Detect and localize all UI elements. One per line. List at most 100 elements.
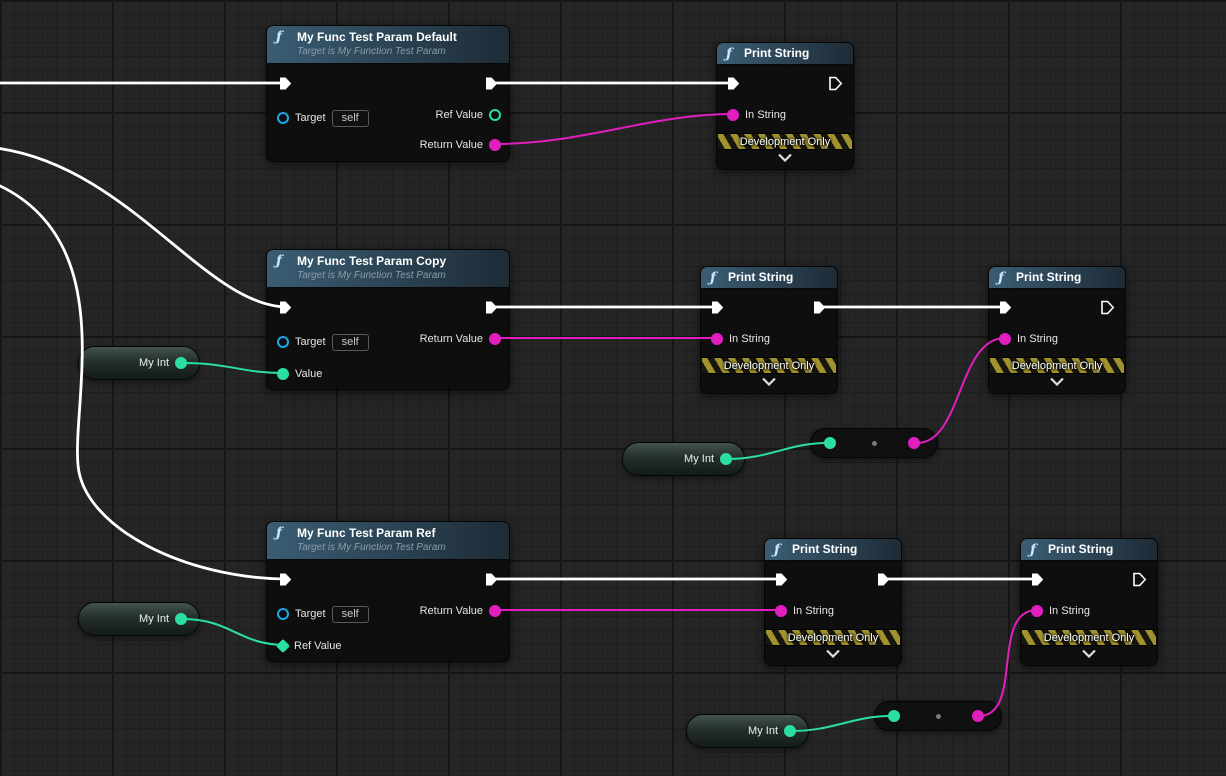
value-pin-label: Value — [295, 368, 323, 380]
node-title: My Func Test Param Default — [297, 30, 457, 44]
value-pin[interactable] — [277, 368, 289, 380]
exec-out-pin[interactable] — [1100, 300, 1115, 315]
function-icon: ƒ — [998, 270, 1005, 286]
function-icon: ƒ — [1030, 542, 1037, 558]
node-my-func-test-param-ref[interactable]: ƒ My Func Test Param Ref Target is My Fu… — [266, 521, 510, 662]
exec-out-pin[interactable] — [812, 300, 827, 315]
variable-name-label: My Int — [139, 357, 169, 369]
node-int-to-string-conversion-1[interactable] — [810, 428, 938, 458]
in-string-pin-row: In String — [1031, 602, 1090, 620]
exec-in-pin[interactable] — [278, 300, 293, 315]
collapse-chevron-icon[interactable] — [761, 377, 777, 386]
exec-in-pin[interactable] — [278, 572, 293, 587]
return-value-pin[interactable] — [489, 139, 501, 151]
exec-out-pin[interactable] — [484, 300, 499, 315]
target-self-field[interactable]: self — [331, 333, 369, 351]
node-int-to-string-conversion-2[interactable] — [874, 701, 1002, 731]
function-icon: ƒ — [710, 270, 717, 286]
in-string-pin-row: In String — [999, 330, 1058, 348]
node-header[interactable]: ƒ My Func Test Param Copy Target is My F… — [267, 250, 509, 288]
node-header[interactable]: ƒ Print String — [989, 267, 1125, 289]
exec-in-pin[interactable] — [998, 300, 1013, 315]
my-int-out-pin[interactable] — [175, 613, 187, 625]
node-header[interactable]: ƒ Print String — [701, 267, 837, 289]
return-value-pin[interactable] — [489, 333, 501, 345]
exec-out-pin[interactable] — [1132, 572, 1147, 587]
node-title: My Func Test Param Copy — [297, 254, 447, 268]
exec-in-pin[interactable] — [726, 76, 741, 91]
ref-value-out-pin[interactable] — [489, 109, 501, 121]
node-my-int-getter-3[interactable]: My Int — [78, 602, 200, 636]
node-print-string-3[interactable]: ƒ Print String In String Development Onl… — [988, 266, 1126, 394]
return-value-pin[interactable] — [489, 605, 501, 617]
node-header[interactable]: ƒ Print String — [765, 539, 901, 561]
exec-out-pin[interactable] — [828, 76, 843, 91]
node-my-int-getter-4[interactable]: My Int — [686, 714, 809, 748]
exec-in-pin[interactable] — [710, 300, 725, 315]
node-print-string-4[interactable]: ƒ Print String In String Development Onl… — [764, 538, 902, 666]
exec-wire-in-copy[interactable] — [0, 147, 290, 309]
exec-wire-in-ref[interactable] — [0, 184, 290, 581]
conversion-in-pin[interactable] — [888, 710, 900, 722]
development-only-label: Development Only — [723, 359, 815, 372]
variable-name-label: My Int — [684, 453, 714, 465]
node-print-string-5[interactable]: ƒ Print String In String Development Onl… — [1020, 538, 1158, 666]
target-pin-row: Target self — [277, 333, 369, 351]
target-self-field[interactable]: self — [331, 109, 369, 127]
collapse-chevron-icon[interactable] — [1049, 377, 1065, 386]
node-my-int-getter-2[interactable]: My Int — [622, 442, 745, 476]
target-pin-row: Target self — [277, 109, 369, 127]
target-pin[interactable] — [277, 336, 289, 348]
exec-out-pin[interactable] — [484, 572, 499, 587]
node-title: Print String — [728, 270, 794, 284]
return-value-pin-label: Return Value — [419, 333, 483, 345]
function-icon: ƒ — [726, 46, 733, 62]
function-icon: ƒ — [276, 253, 283, 269]
collapse-chevron-icon[interactable] — [1081, 649, 1097, 658]
target-pin-row: Target self — [277, 605, 369, 623]
node-header[interactable]: ƒ Print String — [717, 43, 853, 65]
my-int-out-pin[interactable] — [720, 453, 732, 465]
node-print-string-2[interactable]: ƒ Print String In String Development Onl… — [700, 266, 838, 394]
node-header[interactable]: ƒ My Func Test Param Ref Target is My Fu… — [267, 522, 509, 560]
node-my-func-test-param-copy[interactable]: ƒ My Func Test Param Copy Target is My F… — [266, 249, 510, 390]
ref-value-pin[interactable] — [275, 638, 291, 654]
exec-in-pin[interactable] — [774, 572, 789, 587]
ref-value-pin-label: Ref Value — [435, 109, 484, 121]
in-string-pin[interactable] — [1031, 605, 1043, 617]
exec-in-pin[interactable] — [1030, 572, 1045, 587]
exec-in-pin[interactable] — [278, 76, 293, 91]
collapse-chevron-icon[interactable] — [777, 153, 793, 162]
ref-value-pin-row: Ref Value — [435, 106, 501, 124]
target-pin-label: Target — [295, 112, 326, 124]
target-pin[interactable] — [277, 608, 289, 620]
in-string-pin[interactable] — [727, 109, 739, 121]
conversion-out-pin[interactable] — [972, 710, 984, 722]
collapse-chevron-icon[interactable] — [825, 649, 841, 658]
exec-out-pin[interactable] — [484, 76, 499, 91]
node-header[interactable]: ƒ My Func Test Param Default Target is M… — [267, 26, 509, 64]
return-value-pin-row: Return Value — [420, 136, 501, 154]
node-my-func-test-param-default[interactable]: ƒ My Func Test Param Default Target is M… — [266, 25, 510, 162]
target-pin-label: Target — [295, 608, 326, 620]
my-int-out-pin[interactable] — [175, 357, 187, 369]
conversion-in-pin[interactable] — [824, 437, 836, 449]
node-print-string-1[interactable]: ƒ Print String In String Development Onl… — [716, 42, 854, 170]
node-my-int-getter-1[interactable]: My Int — [78, 346, 200, 380]
return-value-pin-row: Return Value — [420, 602, 501, 620]
development-only-label: Development Only — [1011, 359, 1103, 372]
in-string-pin[interactable] — [711, 333, 723, 345]
conversion-out-pin[interactable] — [908, 437, 920, 449]
exec-out-pin[interactable] — [876, 572, 891, 587]
in-string-pin[interactable] — [775, 605, 787, 617]
target-pin[interactable] — [277, 112, 289, 124]
my-int-out-pin[interactable] — [784, 725, 796, 737]
in-string-pin[interactable] — [999, 333, 1011, 345]
development-only-label: Development Only — [787, 631, 879, 644]
development-only-label: Development Only — [739, 135, 831, 148]
target-self-field[interactable]: self — [331, 605, 369, 623]
in-string-pin-row: In String — [775, 602, 834, 620]
string-wire-default-return[interactable] — [493, 113, 734, 145]
node-header[interactable]: ƒ Print String — [1021, 539, 1157, 561]
